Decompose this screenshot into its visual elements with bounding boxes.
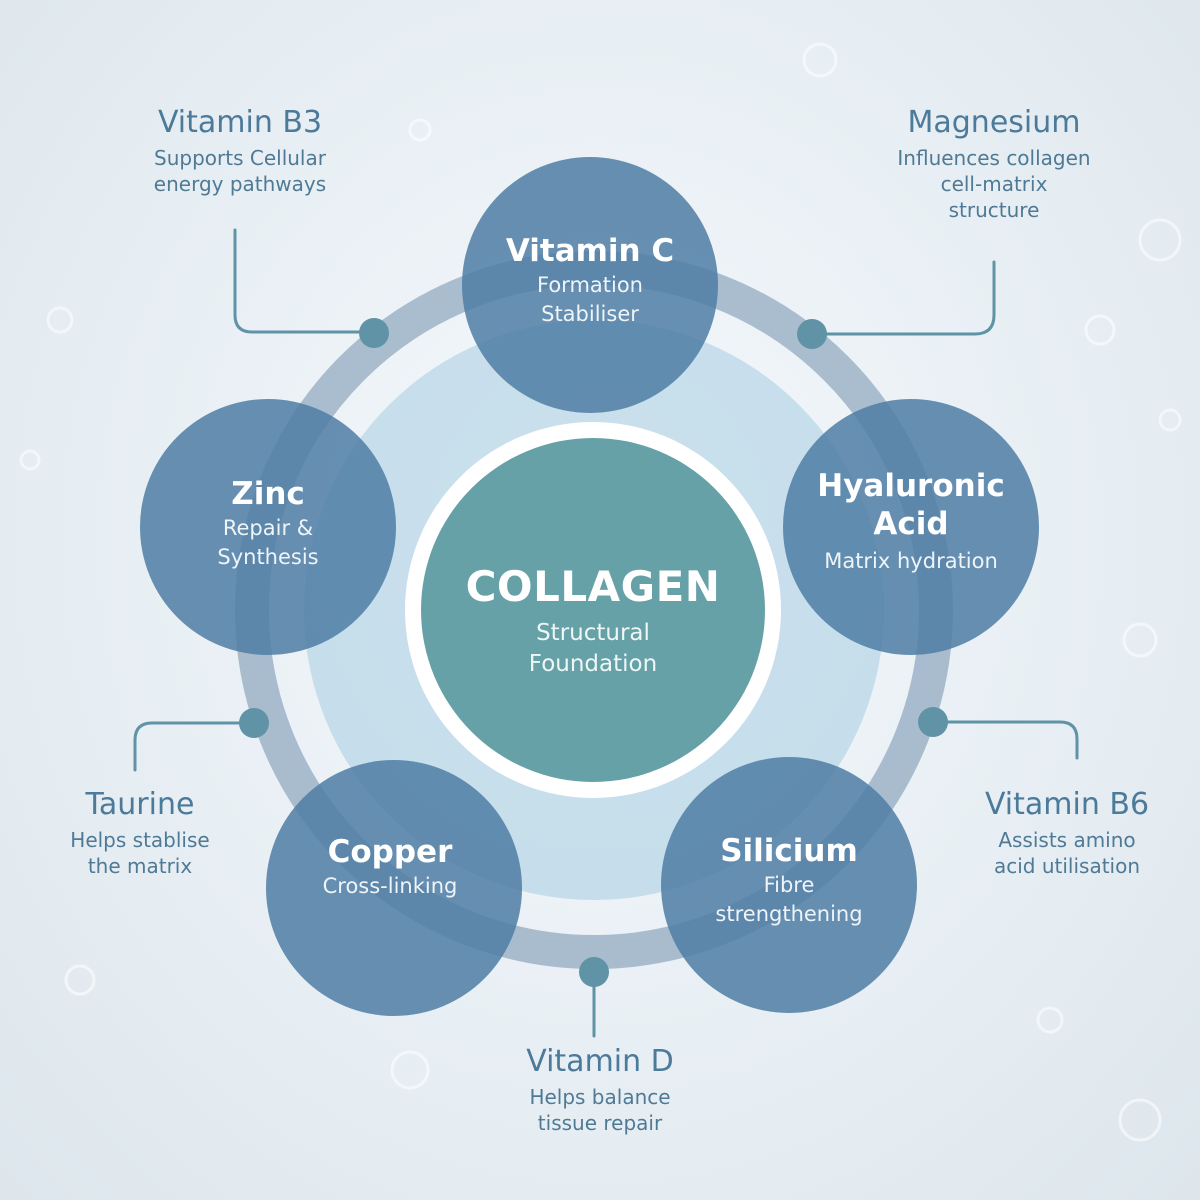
circle-subtitle: Formation Stabiliser [537, 273, 643, 326]
circle-title: Copper [327, 834, 453, 870]
label-vitamin-c: Vitamin C Formation Stabiliser [470, 235, 710, 329]
connectors [133, 228, 1079, 1038]
side-desc: Helps stablise the matrix [70, 828, 210, 878]
side-title: Magnesium [907, 105, 1081, 140]
side-title: Vitamin B3 [157, 105, 323, 140]
circle-zinc [140, 399, 396, 655]
side-title: Vitamin D [526, 1044, 674, 1079]
side-label-vitamin-b6: Vitamin B6 Assists amino acid utilisatio… [942, 787, 1192, 879]
side-label-vitamin-d: Vitamin D Helps balance tissue repair [470, 1044, 730, 1136]
side-desc: Influences collagen cell-matrix structur… [897, 146, 1091, 222]
center-label: COLLAGEN Structural Foundation [443, 562, 743, 680]
side-desc: Assists amino acid utilisation [993, 828, 1141, 878]
side-label-taurine: Taurine Helps stablise the matrix [20, 787, 260, 879]
circle-title: Silicium [720, 833, 858, 869]
label-zinc: Zinc Repair & Synthesis [148, 478, 388, 572]
center-title: COLLAGEN [465, 562, 721, 611]
label-copper: Copper Cross-linking [270, 836, 510, 901]
side-desc: Helps balance tissue repair [529, 1085, 671, 1135]
dot-vitamin-d [579, 957, 609, 987]
center-subtitle: Structural Foundation [528, 620, 658, 677]
label-silicium: Silicium Fibre strengthening [669, 835, 909, 929]
circle-title: Hyaluronic Acid [817, 468, 1005, 542]
side-desc: Supports Cellular energy pathways [153, 146, 327, 196]
connector-vitamin-b6 [931, 720, 1079, 760]
background-bubbles [19, 42, 1182, 1142]
center-circle [421, 438, 765, 782]
circle-subtitle: Fibre strengthening [715, 873, 863, 926]
dot-vitamin-b3 [359, 318, 389, 348]
connector-magnesium [810, 260, 996, 336]
circle-subtitle: Repair & Synthesis [217, 516, 319, 569]
nutrient-circles [140, 157, 1039, 1016]
side-label-vitamin-b3: Vitamin B3 Supports Cellular energy path… [105, 105, 375, 197]
circle-subtitle: Cross-linking [322, 874, 458, 898]
circle-subtitle: Matrix hydration [824, 549, 998, 573]
connector-taurine [133, 721, 256, 772]
circle-vitamin-c [462, 157, 718, 413]
circle-silicium [661, 757, 917, 1013]
side-title: Taurine [85, 787, 195, 822]
side-label-magnesium: Magnesium Influences collagen cell-matri… [854, 105, 1134, 223]
dot-vitamin-b6 [918, 707, 948, 737]
side-title: Vitamin B6 [984, 787, 1150, 822]
circle-title: Vitamin C [505, 233, 675, 269]
circle-copper [266, 760, 522, 1016]
circle-hyaluronic-acid [783, 399, 1039, 655]
connector-vitamin-b3 [233, 228, 376, 334]
dot-taurine [239, 708, 269, 738]
dot-magnesium [797, 319, 827, 349]
connector-dots [239, 318, 948, 987]
circle-title: Zinc [231, 476, 305, 512]
label-hyaluronic-acid: Hyaluronic Acid Matrix hydration [791, 467, 1031, 576]
